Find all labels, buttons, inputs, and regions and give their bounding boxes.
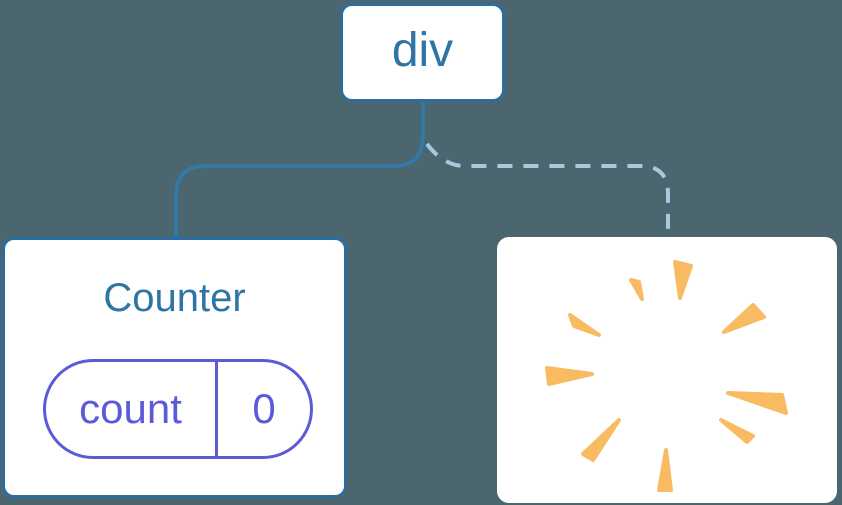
root-node-label: div [391,23,454,77]
state-value-label: 0 [252,385,276,432]
tree-node-root: div [340,3,505,102]
counter-node-label: Counter [103,276,246,320]
poof-burst-icon [545,260,788,492]
state-pill: count 0 [43,359,313,459]
tree-node-removed [497,237,837,503]
state-name-label: count [46,362,218,456]
tree-node-counter: Counter count 0 [2,237,347,498]
parent-link-dashed [425,142,670,238]
parent-link-solid [174,101,425,238]
